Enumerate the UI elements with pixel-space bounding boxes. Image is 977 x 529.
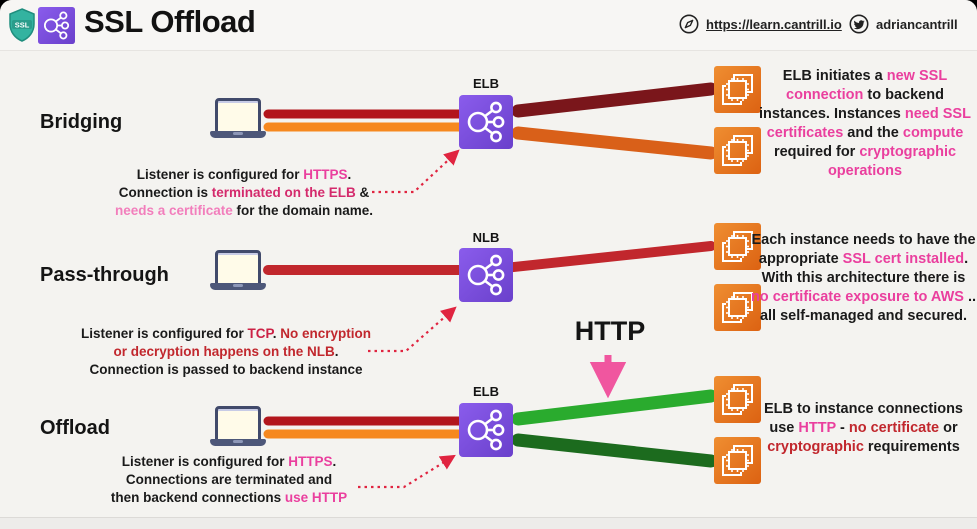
row-label-bridging: Bridging: [40, 111, 123, 133]
bridging-note: Listener is configured for HTTPS.Connect…: [114, 167, 374, 218]
ec2-instance-icon: [714, 127, 761, 174]
nlb-icon-passthrough: [459, 248, 513, 302]
http-label: HTTP: [574, 316, 646, 346]
ec2-instance-icon: [714, 66, 761, 113]
client-laptop-icon: [210, 98, 266, 140]
ssl-shield-icon: SSL: [9, 8, 35, 42]
bridging-backend-ssl-line-2: [511, 126, 718, 160]
compass-icon: [679, 14, 699, 34]
bridging-backend-ssl-line-1: [511, 82, 718, 118]
passthrough-note: Listener is configured for TCP. No encry…: [80, 326, 372, 377]
course-link[interactable]: https://learn.cantrill.io: [706, 16, 842, 32]
row-label-offload: Offload: [40, 417, 110, 439]
row-label-passthrough: Pass-through: [40, 264, 169, 286]
header-bar: SSL SSL Offload: [0, 0, 977, 51]
offload-note: Listener is configured for HTTPS.Connect…: [110, 454, 348, 505]
page-title: SSL Offload: [84, 4, 256, 39]
elb-icon-bridging: [459, 95, 513, 149]
ec2-instance-icon: [714, 284, 761, 331]
twitter-handle-group: adriancantrill: [848, 13, 958, 35]
svg-text:SSL: SSL: [15, 21, 30, 30]
lb-label-offload: ELB: [473, 384, 499, 399]
elb-icon-offload: [459, 403, 513, 457]
load-balancer-icon: [38, 7, 75, 44]
twitter-icon: [849, 14, 869, 34]
course-link-group: https://learn.cantrill.io: [678, 13, 842, 35]
client-laptop-icon: [210, 250, 266, 292]
twitter-handle[interactable]: adriancantrill: [876, 16, 958, 32]
lb-label-bridging: ELB: [473, 76, 499, 91]
ec2-instance-icon: [714, 376, 761, 423]
bottom-strip: [0, 517, 977, 529]
offload-backend-http-line-1: [511, 389, 718, 426]
lb-label-passthrough: NLB: [472, 230, 500, 245]
ec2-instance-icon: [714, 437, 761, 484]
ec2-instance-icon: [714, 223, 761, 270]
offload-backend-http-line-2: [511, 433, 718, 468]
client-laptop-icon: [210, 406, 266, 448]
